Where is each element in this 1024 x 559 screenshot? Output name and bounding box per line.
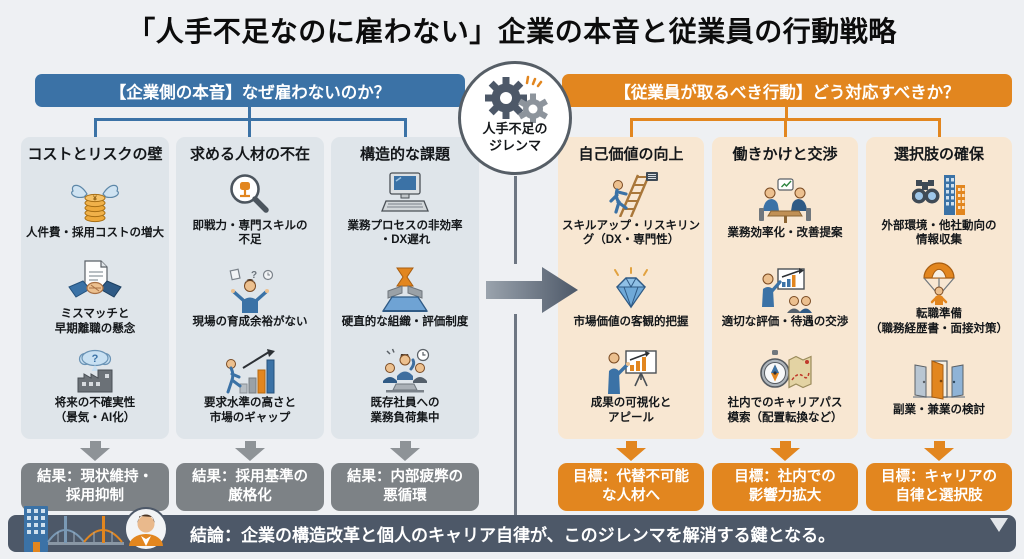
decor-triangle (990, 518, 1008, 532)
winged-coins-icon: ¥ (68, 178, 122, 224)
column-title: 働きかけと交渉 (732, 146, 838, 163)
svg-text:¥: ¥ (93, 195, 97, 202)
parachute-icon (912, 259, 966, 306)
goal-badge: 目標：社内での 影響力拡大 (712, 463, 858, 511)
svg-text:?: ? (251, 270, 257, 281)
gears-icon (485, 75, 548, 123)
diamond-icon (604, 266, 658, 313)
meeting-icon (758, 178, 812, 224)
item-label: 外部環境・他社動向の 情報収集 (881, 219, 997, 247)
handshake-contract-icon (68, 259, 122, 305)
right-connector-stem (785, 107, 788, 119)
down-arrow-icon (924, 441, 954, 461)
conclusion-bar: 結論：企業の構造改革と個人のキャリア自律が、このジレンマを解消する鍵となる。 (8, 515, 1016, 552)
svg-text:?: ? (92, 353, 99, 365)
center-divider-line (514, 314, 517, 515)
page-title: 「人手不足なのに雇わない」企業の本音と従業員の行動戦略 (127, 16, 897, 47)
column-title: 自己価値の向上 (578, 146, 684, 163)
dilemma-circle: 人手不足の ジレンマ (458, 61, 572, 175)
item-label: 副業・兼業の検討 (893, 404, 985, 417)
right-section-header: 【従業員が取るべき行動】どう対応すべきか？ (562, 74, 1012, 107)
goal-badge: 目標：代替不可能 な人材へ (558, 463, 704, 511)
left-connector-tick (248, 118, 251, 137)
item-label: 業務効率化・改善提案 (727, 226, 843, 239)
skill-ladder-icon (604, 171, 658, 217)
overwhelmed-worker-icon: ? (223, 267, 277, 313)
item-label: 要求水準の高さと 市場のギャップ (204, 396, 296, 424)
item-label: 将来の不確実性 （景気・AI化） (54, 396, 136, 424)
action-column-negotiate: 働きかけと交渉 業務効率化・改善提案 適切な評価・待遇の交渉 社内でのキャリアパ… (712, 137, 858, 511)
item-label: 硬直的な組織・評価制度 (341, 315, 469, 328)
goal-badge: 目標：キャリアの 自律と選択肢 (866, 463, 1012, 511)
item-label: 成果の可視化と アピール (590, 396, 672, 424)
item-label: スキルアップ・リスキリン グ（DX・専門性） (562, 219, 700, 247)
cause-column-cost: コストとリスクの壁 ¥ 人件費・採用コストの増大 ミスマッチと 早期離職の懸念 … (21, 137, 169, 511)
open-doors-icon (912, 355, 966, 401)
down-arrow-icon (235, 441, 265, 461)
result-badge: 結果：現状維持・ 採用抑制 (21, 463, 169, 511)
down-arrow-icon (390, 441, 420, 461)
right-connector-tick (938, 118, 941, 137)
action-column-value: 自己価値の向上 スキルアップ・リスキリン グ（DX・専門性） 市場価値の客観的把… (558, 137, 704, 511)
negotiation-presentation-icon (758, 267, 812, 313)
rigid-hierarchy-icon (378, 267, 432, 313)
item-label: 社内でのキャリアパス 模索（配置転換など） (727, 396, 843, 424)
item-label: 業務プロセスの非効率 ・DX遅れ (347, 219, 463, 247)
right-connector-tick (784, 118, 787, 137)
uncertain-future-icon: ? (68, 348, 122, 394)
compass-map-icon (758, 348, 812, 394)
item-label: 適切な評価・待遇の交渉 (721, 315, 849, 328)
left-connector-tick (94, 118, 97, 137)
item-label: ミスマッチと 早期離職の懸念 (54, 308, 136, 335)
item-label: 既存社員への 業務負荷集中 (370, 396, 440, 424)
left-connector-bar (94, 118, 407, 121)
item-label: 人件費・採用コストの増大 (26, 226, 164, 239)
item-label: 即戦力・専門スキルの 不足 (192, 219, 308, 247)
center-divider-line (514, 176, 517, 264)
conclusion-text: 結論：企業の構造改革と個人のキャリア自律が、このジレンマを解消する鍵となる。 (190, 526, 836, 545)
talent-search-icon (223, 171, 277, 217)
cause-column-structure: 構造的な課題 業務プロセスの非効率 ・DX遅れ 硬直的な組織・評価制度 既存社員… (331, 137, 479, 511)
column-title: 構造的な課題 (359, 146, 450, 163)
left-connector-tick (404, 118, 407, 137)
column-title: 選択肢の確保 (893, 146, 984, 163)
down-arrow-icon (616, 441, 646, 461)
overloaded-team-icon (378, 348, 432, 394)
legacy-computer-icon (378, 171, 432, 217)
cause-column-talent: 求める人材の不在 即戦力・専門スキルの 不足 ? 現場の育成余裕がない 要求水準… (176, 137, 324, 511)
left-connector-stem (248, 107, 251, 119)
item-label: 現場の育成余裕がない (192, 315, 308, 328)
binoculars-buildings-icon (912, 171, 966, 217)
left-section-header: 【企業側の本音】なぜ雇わないのか？ (35, 74, 465, 107)
right-connector-tick (630, 118, 633, 137)
item-label: 転職準備 （職務経歴書・面接対策） (870, 308, 1008, 335)
down-arrow-icon (770, 441, 800, 461)
action-column-options: 選択肢の確保 外部環境・他社動向の 情報収集 転職準備 （職務経歴書・面接対策）… (866, 137, 1012, 511)
column-title: 求める人材の不在 (189, 146, 310, 163)
result-badge: 結果：内部疲弊の 悪循環 (331, 463, 479, 511)
rising-bar-gap-icon (223, 348, 277, 394)
city-bridge-person-icon (24, 506, 168, 552)
showcase-chart-icon (604, 348, 658, 394)
result-badge: 結果：採用基準の 厳格化 (176, 463, 324, 511)
down-arrow-icon (80, 441, 110, 461)
item-label: 市場価値の客観的把握 (573, 315, 689, 328)
flow-arrow-icon (486, 267, 578, 313)
column-title: コストとリスクの壁 (27, 146, 163, 163)
dilemma-label: 人手不足の ジレンマ (482, 121, 548, 153)
